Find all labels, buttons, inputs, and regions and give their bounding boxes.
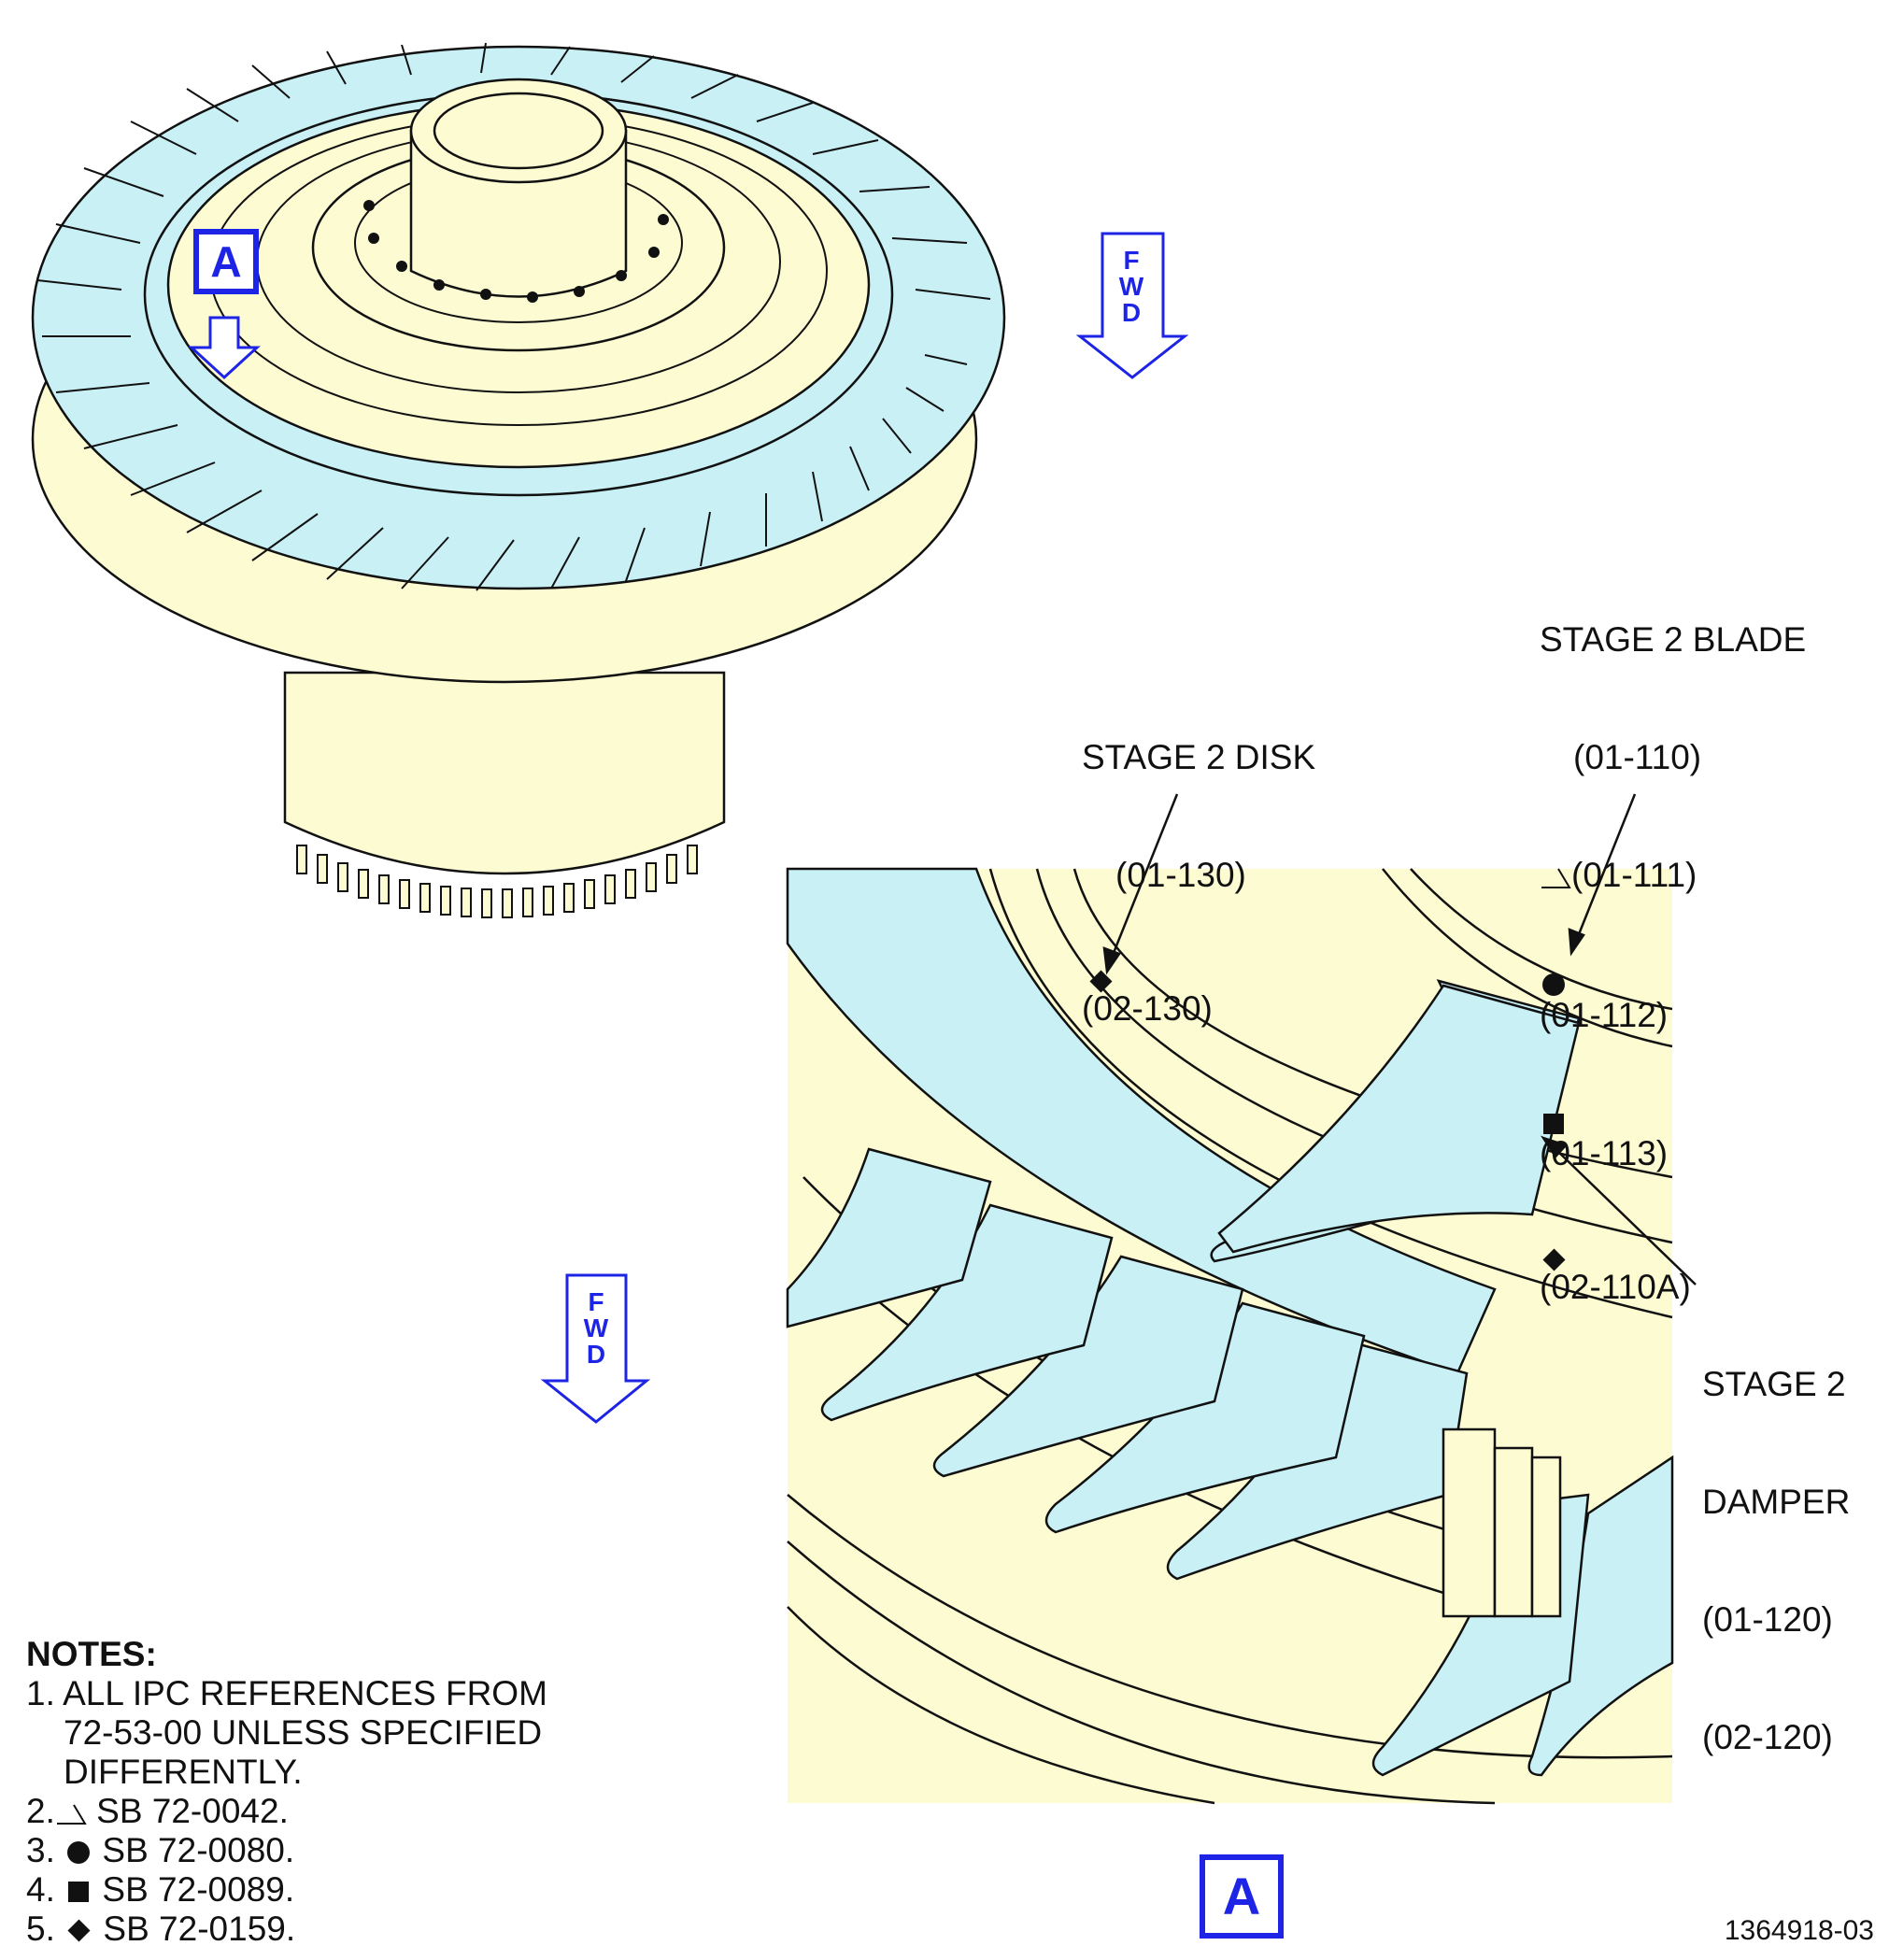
fwd-letter: F [588, 1287, 604, 1316]
circle-icon [67, 1841, 91, 1864]
fwd-label-upper: F W D [1117, 248, 1145, 326]
note-item-cont: 72-53-00 UNLESS SPECIFIED [64, 1713, 543, 1752]
rotor-assembly [31, 42, 1006, 918]
bolt-circle [363, 200, 669, 303]
note-item: 1. ALL IPC REFERENCES FROM [26, 1674, 547, 1712]
fwd-arrow-lower [540, 1273, 651, 1424]
stage2-damper-line: (01-120) [1702, 1600, 1833, 1639]
stage2-blade-ref: (01-111) [1571, 856, 1697, 894]
stage2-damper-line: STAGE 2 [1702, 1365, 1846, 1403]
stage2-blade-title: STAGE 2 BLADE [1540, 620, 1807, 659]
square-icon [1543, 1114, 1564, 1134]
fwd-arrow-upper [1075, 232, 1189, 379]
note-item: 2. SB 72-0042. [26, 1792, 289, 1830]
view-arrow [188, 316, 261, 380]
damper-posts [1442, 1427, 1562, 1618]
view-callout-a: A [193, 229, 259, 294]
figure-id: 1364918-03 [1724, 1915, 1874, 1946]
stage2-blade-ref: (01-112) [1540, 996, 1669, 1034]
flag-icon [1541, 868, 1571, 888]
stage2-blade-ref: (01-113) [1540, 1134, 1669, 1172]
diamond-icon [67, 1919, 91, 1942]
stage2-blade-ref: (01-110) [1573, 738, 1702, 776]
stage2-disk-title: STAGE 2 DISK [1082, 738, 1316, 776]
note-item: 5. SB 72-0159. [26, 1910, 296, 1948]
fwd-letter: D [1121, 298, 1142, 327]
note-item: 3. SB 72-0080. [26, 1831, 295, 1869]
detail-view-a [786, 793, 1697, 1805]
stage2-damper-label: STAGE 2 DAMPER (01-120) (02-120) [1702, 1286, 1850, 1797]
note-item: 4. SB 72-0089. [26, 1870, 295, 1909]
fwd-letter: W [1118, 272, 1144, 301]
stage2-disk-ref: (01-130) [1115, 856, 1246, 894]
square-icon [68, 1882, 90, 1902]
flag-icon [56, 1804, 87, 1825]
fwd-letter: W [583, 1314, 609, 1342]
note-item-cont: DIFFERENTLY. [64, 1753, 303, 1791]
stage2-disk-ref: (02-130) [1082, 989, 1213, 1028]
fwd-letter: D [586, 1340, 606, 1369]
drum-teeth [296, 845, 698, 918]
stage2-blade-ref: (02-110A) [1540, 1268, 1691, 1306]
circle-icon [1542, 973, 1565, 996]
detail-callout-a: A [1200, 1854, 1284, 1939]
rotor-drum [283, 671, 726, 875]
notes-block: NOTES: 1. ALL IPC REFERENCES FROM 72-53-… [26, 1635, 547, 1949]
blade-lines [36, 42, 991, 591]
stage2-damper-line: DAMPER [1702, 1483, 1851, 1521]
stage2-disk-label: STAGE 2 DISK (01-130) (02-130) [1082, 660, 1315, 1068]
notes-heading: NOTES: [26, 1635, 157, 1673]
fwd-label-lower: F W D [582, 1289, 610, 1368]
leader-lines [1102, 793, 1697, 1285]
stage2-blade-label: STAGE 2 BLADE (01-110) (01-111) (01-112)… [1540, 542, 1806, 1346]
fwd-letter: F [1123, 246, 1140, 275]
stage2-damper-line: (02-120) [1702, 1718, 1833, 1756]
